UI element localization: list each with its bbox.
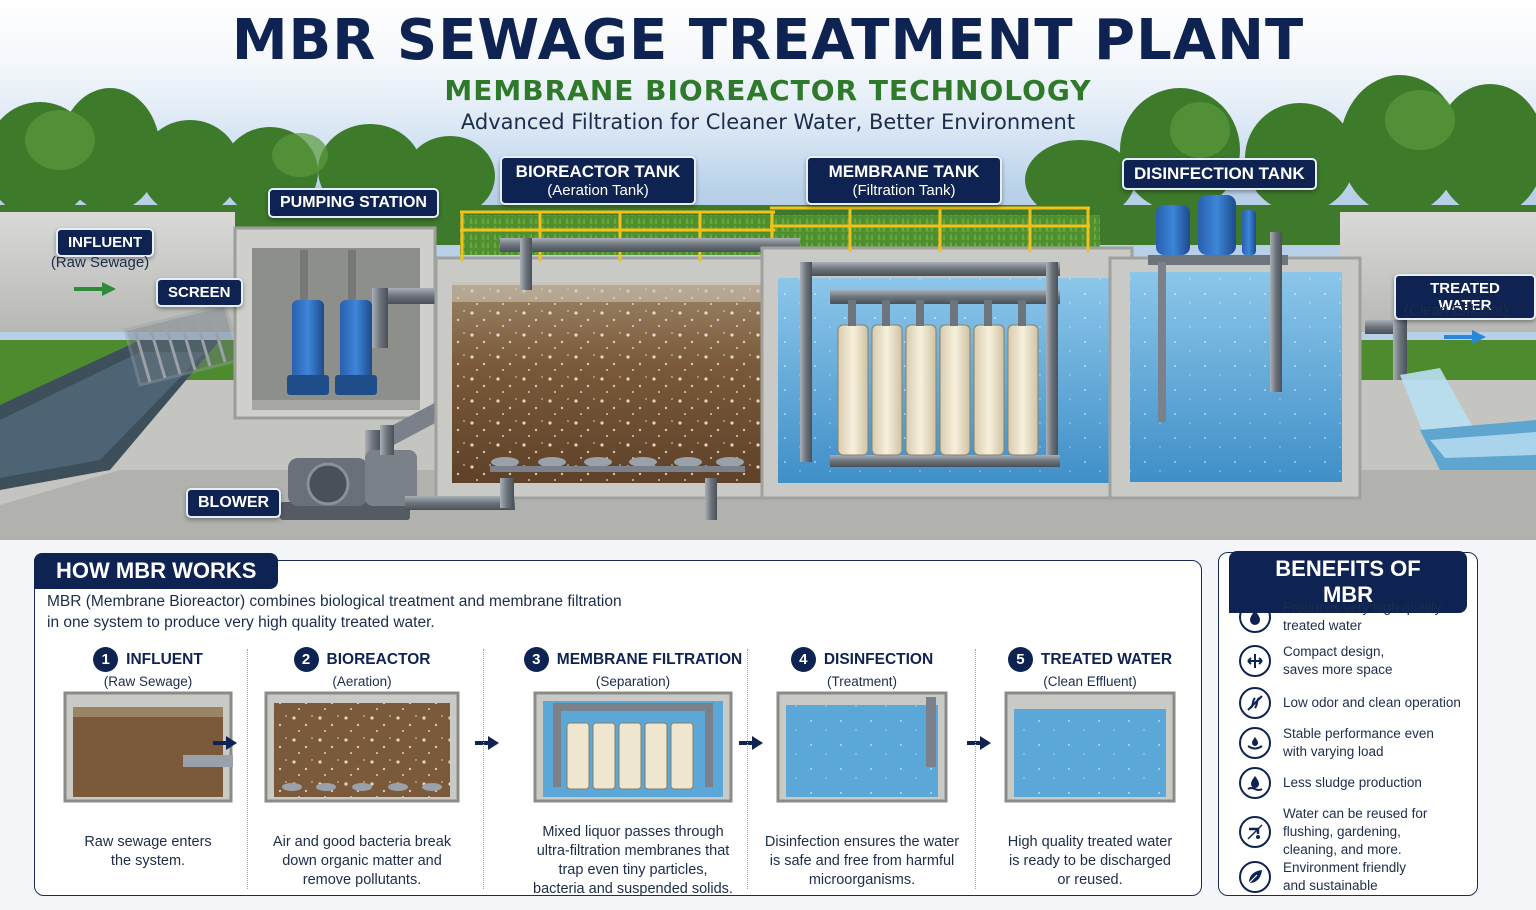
page-subtitle: MEMBRANE BIOREACTOR TECHNOLOGY bbox=[444, 74, 1092, 107]
step-number: 3 bbox=[523, 647, 549, 672]
step-divider bbox=[247, 649, 248, 889]
leaf-icon bbox=[1239, 861, 1271, 893]
bioreactor-tank-illustration bbox=[434, 210, 800, 500]
effluent-arrow-icon bbox=[1444, 330, 1486, 344]
step-bioreactor: 2 BIOREACTOR (Aeration) Air and good bact… bbox=[257, 647, 467, 888]
label-pumping-station: PUMPING STATION bbox=[268, 188, 439, 218]
step-description: Air and good bacteria break down organic… bbox=[272, 834, 452, 888]
step-subtitle: (Separation) bbox=[595, 674, 671, 689]
info-section: HOW MBR WORKS MBR (Membrane Bioreactor) … bbox=[0, 540, 1536, 910]
step-title: BIOREACTOR bbox=[326, 650, 431, 668]
benefits-heading: BENEFITS OF MBR bbox=[1229, 551, 1467, 613]
label-disinfection-tank: DISINFECTION TANK bbox=[1122, 158, 1317, 190]
label-influent-title: INFLUENT bbox=[68, 234, 143, 251]
page-tagline: Advanced Filtration for Cleaner Water, B… bbox=[460, 110, 1076, 134]
label-treated-water-sub: (Clean Effluent) bbox=[1404, 302, 1508, 319]
step-number: 5 bbox=[1007, 647, 1033, 672]
intro-line-1: MBR (Membrane Bioreactor) combines biolo… bbox=[47, 593, 622, 610]
step-number: 4 bbox=[790, 647, 816, 672]
no-odor-icon bbox=[1239, 687, 1271, 719]
label-blower: BLOWER bbox=[186, 488, 282, 518]
influent-tank-icon bbox=[63, 691, 233, 803]
step-description: Mixed liquor passes through ultra-filtra… bbox=[533, 824, 733, 897]
label-treated-water: TREATED WATER bbox=[1394, 274, 1536, 320]
flow-arrow-icon bbox=[213, 736, 237, 750]
flow-arrow-icon bbox=[739, 736, 763, 750]
step-title: DISINFECTION bbox=[823, 650, 934, 668]
blower-machine bbox=[280, 425, 717, 520]
compact-arrows-icon bbox=[1239, 645, 1271, 677]
pumping-station bbox=[233, 226, 437, 420]
step-divider bbox=[483, 649, 484, 889]
treated-water-tank-icon bbox=[1004, 691, 1176, 803]
step-description: Raw sewage enters the system. bbox=[84, 834, 212, 869]
step-subtitle: (Aeration) bbox=[332, 674, 392, 689]
step-title: INFLUENT bbox=[126, 650, 203, 668]
label-influent: INFLUENT bbox=[56, 228, 155, 257]
label-screen: SCREEN bbox=[156, 278, 243, 307]
benefit-item: Less sludge production bbox=[1239, 767, 1475, 799]
label-influent-sub: (Raw Sewage) bbox=[50, 254, 150, 271]
label-membrane-title: MEMBRANE TANK bbox=[828, 162, 980, 181]
page-title: MBR SEWAGE TREATMENT PLANT bbox=[231, 8, 1305, 73]
step-subtitle: (Clean Effluent) bbox=[1043, 674, 1137, 689]
disinfection-tank-illustration bbox=[1108, 195, 1362, 500]
membrane-tank-icon bbox=[533, 691, 733, 803]
disinfection-tank-icon bbox=[776, 691, 948, 803]
label-bioreactor-title: BIOREACTOR TANK bbox=[515, 162, 681, 181]
step-disinfection: 4 DISINFECTION (Treatment) Disinfection e… bbox=[757, 647, 967, 888]
how-it-works-intro: MBR (Membrane Bioreactor) combines biolo… bbox=[47, 591, 667, 633]
step-treated-water: 5 TREATED WATER (Clean Effluent) High qua… bbox=[985, 647, 1195, 888]
step-title: MEMBRANE FILTRATION bbox=[556, 650, 743, 668]
less-sludge-icon bbox=[1239, 767, 1271, 799]
benefit-item: Compact design,saves more space bbox=[1239, 643, 1475, 679]
flow-arrow-icon bbox=[967, 736, 991, 750]
water-drop-icon bbox=[1239, 601, 1271, 633]
step-title: TREATED WATER bbox=[1040, 650, 1173, 668]
plant-scene: MBR SEWAGE TREATMENT PLANT MEMBRANE BIOR… bbox=[0, 0, 1536, 540]
benefit-item: Low odor and clean operation bbox=[1239, 687, 1475, 719]
label-bioreactor-tank: BIOREACTOR TANK (Aeration Tank) bbox=[500, 156, 696, 205]
label-bioreactor-sub: (Aeration Tank) bbox=[547, 182, 649, 199]
membrane-tank-illustration bbox=[760, 206, 1134, 500]
effluent-outfall bbox=[1365, 320, 1536, 470]
influent-arrow-icon bbox=[74, 282, 116, 296]
benefits-panel: BENEFITS OF MBR Produces very high quali… bbox=[1218, 551, 1478, 896]
step-subtitle: (Raw Sewage) bbox=[103, 674, 193, 689]
step-subtitle: (Treatment) bbox=[826, 674, 897, 689]
step-description: High quality treated water is ready to b… bbox=[1007, 834, 1173, 888]
reuse-faucet-icon bbox=[1239, 816, 1271, 848]
how-it-works-panel: HOW MBR WORKS MBR (Membrane Bioreactor) … bbox=[34, 553, 1202, 897]
step-number: 1 bbox=[93, 647, 119, 672]
step-divider bbox=[747, 649, 748, 889]
step-influent: 1 INFLUENT (Raw Sewage) Raw sewage enters… bbox=[43, 647, 253, 869]
step-number: 2 bbox=[293, 647, 319, 672]
step-description: Disinfection ensures the water is safe a… bbox=[764, 834, 960, 888]
how-it-works-heading: HOW MBR WORKS bbox=[34, 553, 279, 589]
step-divider bbox=[975, 649, 976, 889]
intro-line-2: in one system to produce very high quali… bbox=[47, 614, 435, 631]
label-membrane-sub: (Filtration Tank) bbox=[852, 182, 956, 199]
label-membrane-tank: MEMBRANE TANK (Filtration Tank) bbox=[806, 156, 1002, 205]
flow-arrow-icon bbox=[475, 736, 499, 750]
stable-hand-icon bbox=[1239, 727, 1271, 759]
step-membrane-filtration: 3 MEMBRANE FILTRATION (Separation) Mixed … bbox=[523, 647, 743, 897]
bioreactor-tank-icon bbox=[264, 691, 460, 803]
